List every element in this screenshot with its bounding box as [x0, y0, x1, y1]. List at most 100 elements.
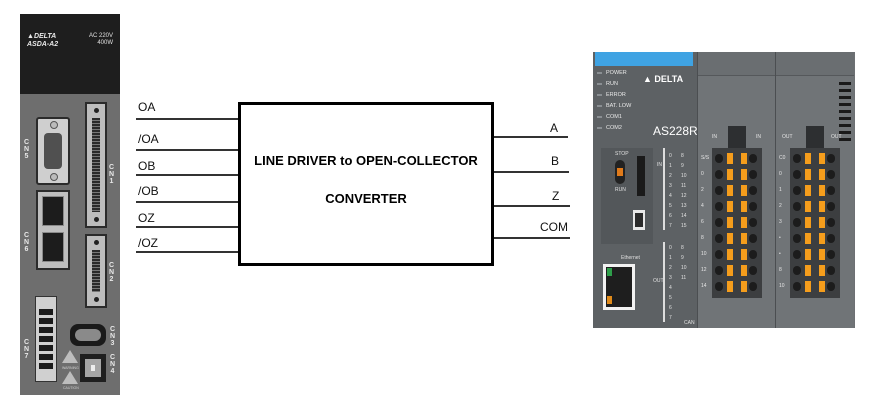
can-label: CAN: [684, 320, 695, 326]
terminal-row[interactable]: [715, 264, 759, 277]
terminal-row[interactable]: [793, 200, 837, 213]
in-indicator-led: 6: [669, 213, 672, 219]
converter-title-line2: CONVERTER: [325, 191, 407, 206]
terminal-release-lever[interactable]: [727, 265, 733, 276]
terminal-row[interactable]: [715, 200, 759, 213]
cn2-connector: [85, 234, 107, 308]
terminal-release-lever[interactable]: [819, 281, 825, 292]
output-terminal-label: 10: [779, 283, 785, 289]
terminal-release-lever[interactable]: [741, 153, 747, 164]
terminal-release-lever[interactable]: [727, 233, 733, 244]
terminal-release-lever[interactable]: [741, 265, 747, 276]
led-power: POWER: [597, 70, 627, 76]
terminal-release-lever[interactable]: [819, 265, 825, 276]
plc-model: AS228R: [653, 124, 698, 138]
terminal-release-lever[interactable]: [741, 249, 747, 260]
terminal-release-lever[interactable]: [805, 217, 811, 228]
in-indicator-led: 12: [681, 193, 687, 199]
terminal-row[interactable]: [715, 216, 759, 229]
terminal-release-lever[interactable]: [741, 201, 747, 212]
input-module-header-left: IN: [712, 134, 717, 140]
servo-model: ASDA-A2: [27, 41, 59, 48]
terminal-release-lever[interactable]: [805, 185, 811, 196]
ethernet-port[interactable]: [603, 264, 635, 310]
output-terminal-label: 0: [779, 171, 782, 177]
terminal-row[interactable]: [715, 168, 759, 181]
output-terminal-label: C0: [779, 155, 786, 161]
vent-slot: [839, 103, 851, 106]
terminal-row[interactable]: [793, 216, 837, 229]
terminal-row[interactable]: [793, 248, 837, 261]
terminal-hole: [715, 154, 723, 163]
terminal-release-lever[interactable]: [805, 233, 811, 244]
terminal-release-lever[interactable]: [819, 169, 825, 180]
sd-card-slot[interactable]: [637, 156, 645, 196]
terminal-row[interactable]: [793, 152, 837, 165]
in-indicator-led: 3: [669, 183, 672, 189]
input-terminal-label: S/S: [701, 155, 710, 161]
terminal-hole: [793, 282, 801, 291]
switch-label-stop: STOP: [615, 151, 629, 157]
wire-oz: [136, 226, 239, 228]
signal-label-com: COM: [540, 220, 568, 234]
run-stop-switch[interactable]: [615, 160, 625, 184]
terminal-release-lever[interactable]: [727, 153, 733, 164]
out-indicator-label: OUT: [653, 278, 664, 284]
terminal-row[interactable]: [793, 264, 837, 277]
terminal-release-lever[interactable]: [727, 169, 733, 180]
terminal-release-lever[interactable]: [741, 169, 747, 180]
terminal-row[interactable]: [793, 280, 837, 293]
terminal-release-lever[interactable]: [727, 249, 733, 260]
terminal-row[interactable]: [715, 232, 759, 245]
terminal-release-lever[interactable]: [741, 233, 747, 244]
terminal-release-lever[interactable]: [819, 233, 825, 244]
out-indicator-led: 6: [669, 305, 672, 311]
terminal-row[interactable]: [793, 184, 837, 197]
mini-usb-port[interactable]: [633, 210, 645, 230]
terminal-hole: [793, 234, 801, 243]
warning-label: WARNING: [62, 366, 79, 370]
plc-accent-bar: [595, 52, 693, 66]
terminal-release-lever[interactable]: [805, 281, 811, 292]
plc-brand-logo: ▲ DELTA: [643, 74, 684, 84]
terminal-row[interactable]: [715, 280, 759, 293]
terminal-release-lever[interactable]: [819, 153, 825, 164]
terminal-row[interactable]: [715, 248, 759, 261]
terminal-hole: [715, 170, 723, 179]
terminal-release-lever[interactable]: [741, 281, 747, 292]
terminal-release-lever[interactable]: [805, 153, 811, 164]
terminal-row[interactable]: [715, 152, 759, 165]
vent-slot: [839, 110, 851, 113]
wire-a: [494, 136, 568, 138]
terminal-release-lever[interactable]: [741, 185, 747, 196]
terminal-release-lever[interactable]: [727, 201, 733, 212]
terminal-latch: [728, 126, 746, 148]
terminal-release-lever[interactable]: [727, 281, 733, 292]
signal-label-z: Z: [552, 189, 560, 203]
in-indicator-led: 7: [669, 223, 672, 229]
terminal-hole: [749, 282, 757, 291]
input-terminal-block[interactable]: [712, 148, 762, 298]
terminal-release-lever[interactable]: [727, 217, 733, 228]
terminal-release-lever[interactable]: [741, 217, 747, 228]
terminal-release-lever[interactable]: [805, 249, 811, 260]
activity-led-orange: [607, 296, 612, 304]
led-run: RUN: [597, 81, 618, 87]
terminal-row[interactable]: [793, 168, 837, 181]
terminal-release-lever[interactable]: [819, 217, 825, 228]
terminal-release-lever[interactable]: [727, 185, 733, 196]
terminal-release-lever[interactable]: [819, 201, 825, 212]
in-indicator-led: 13: [681, 203, 687, 209]
signal-label-ob-inv: /OB: [138, 184, 159, 198]
output-terminal-block[interactable]: [790, 148, 840, 298]
vent-slot: [839, 89, 851, 92]
out-indicator-led: 4: [669, 285, 672, 291]
terminal-release-lever[interactable]: [805, 169, 811, 180]
cn7-terminal-block: [35, 296, 57, 382]
terminal-row[interactable]: [715, 184, 759, 197]
terminal-release-lever[interactable]: [805, 201, 811, 212]
terminal-release-lever[interactable]: [819, 249, 825, 260]
terminal-release-lever[interactable]: [819, 185, 825, 196]
terminal-release-lever[interactable]: [805, 265, 811, 276]
terminal-row[interactable]: [793, 232, 837, 245]
